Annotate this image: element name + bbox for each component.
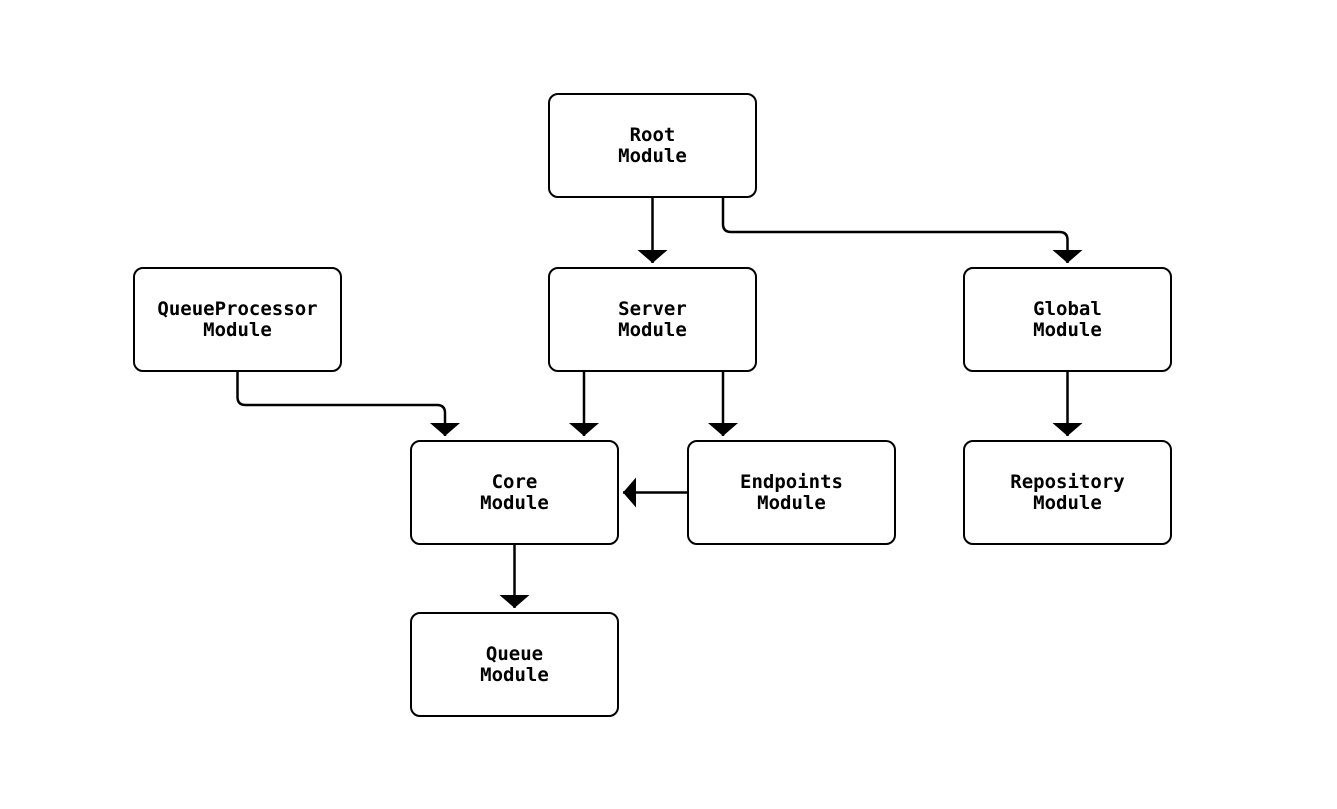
node-label-line: Module [1033, 318, 1102, 341]
node-label-line: Module [618, 144, 687, 167]
node-label-line: Module [203, 318, 272, 341]
node-global-module: Global Module [963, 267, 1172, 372]
node-repository-module: Repository Module [963, 440, 1172, 545]
node-label-line: Endpoints [740, 470, 843, 493]
node-label-line: QueueProcessor [157, 297, 318, 320]
node-label-line: Module [1033, 491, 1102, 514]
edge-queueprocessor-to-core [236, 372, 460, 436]
node-label-line: Global [1033, 297, 1102, 320]
node-label-line: Module [618, 318, 687, 341]
node-server-module: Server Module [548, 267, 757, 372]
node-label-line: Repository [1010, 470, 1125, 493]
edge-root-to-global [721, 198, 1083, 263]
node-queueprocessor-module: QueueProcessor Module [133, 267, 342, 372]
node-label-line: Core [491, 470, 538, 493]
node-label-line: Server [618, 297, 687, 320]
node-root-module: Root Module [548, 93, 757, 198]
node-label-line: Queue [485, 642, 544, 665]
node-core-module: Core Module [410, 440, 619, 545]
node-queue-module: Queue Module [410, 612, 619, 717]
node-endpoints-module: Endpoints Module [687, 440, 896, 545]
node-label-line: Module [480, 663, 549, 686]
node-label-line: Root [629, 123, 676, 146]
node-label-line: Module [480, 491, 549, 514]
node-label-line: Module [757, 491, 826, 514]
